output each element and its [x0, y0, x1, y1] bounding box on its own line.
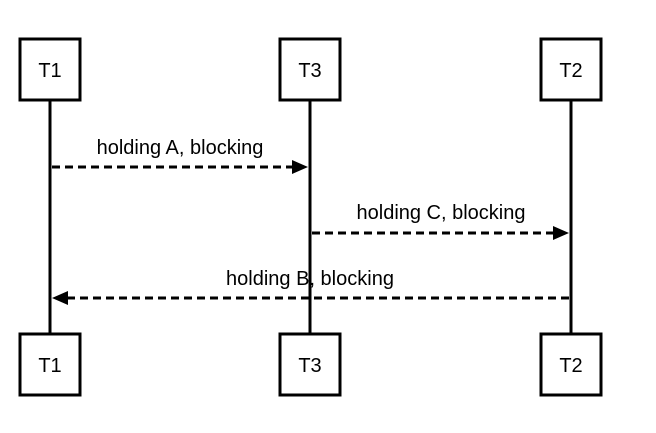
participant-t2-top: T2 — [539, 37, 603, 102]
participant-t2-bottom: T2 — [539, 332, 603, 397]
message-label: holding C, blocking — [357, 202, 526, 224]
arrowhead-right — [292, 160, 308, 174]
message-label: holding B, blocking — [226, 268, 394, 290]
participant-t2-bottom-label: T2 — [559, 355, 582, 377]
participant-t3-bottom: T3 — [278, 332, 342, 397]
participant-t3-top-label: T3 — [298, 60, 321, 82]
participant-t1-bottom: T1 — [18, 332, 82, 397]
message-t1-to-t3: holding A, blocking — [52, 137, 308, 174]
participant-t1-top: T1 — [18, 37, 82, 102]
participant-t3-top: T3 — [278, 37, 342, 102]
message-t3-to-t2: holding C, blocking — [312, 202, 569, 240]
participant-t1-top-label: T1 — [38, 60, 61, 82]
participant-t2-top-label: T2 — [559, 60, 582, 82]
arrowhead-left — [52, 291, 68, 305]
message-t2-to-t1: holding B, blocking — [52, 268, 569, 305]
participant-t1-bottom-label: T1 — [38, 355, 61, 377]
participant-t3-bottom-label: T3 — [298, 355, 321, 377]
message-label: holding A, blocking — [97, 137, 264, 159]
arrowhead-right — [553, 226, 569, 240]
